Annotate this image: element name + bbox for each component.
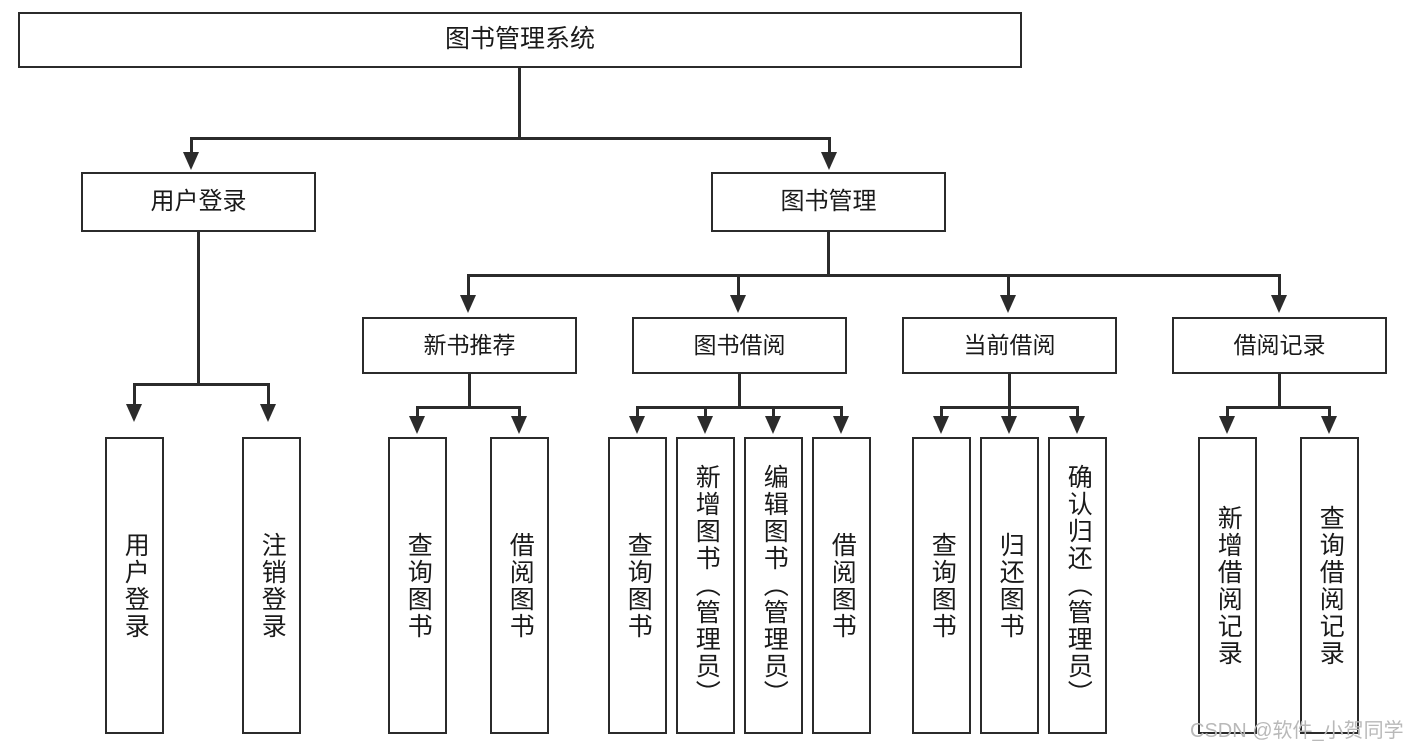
arrow-to-book-manage <box>821 152 837 170</box>
edge-drop-bb-query <box>636 406 639 418</box>
edge-drop-current-borrow <box>1007 274 1010 297</box>
arrow-to-br-query-record <box>1321 416 1337 434</box>
arrow-to-nb-borrow-book <box>511 416 527 434</box>
edge-drop-cb-confirm <box>1076 406 1079 418</box>
arrow-to-new-book-recommend <box>460 295 476 313</box>
csdn-watermark: CSDN @软件_小贺同学 <box>1190 720 1404 742</box>
edge-drop-book-manage <box>828 137 831 155</box>
edge-drop-book-borrow <box>737 274 740 297</box>
arrow-to-cb-query-book <box>933 416 949 434</box>
node-new-book-recommend[interactable]: 新书推荐 <box>362 317 577 374</box>
edge-level2-bus <box>190 137 831 140</box>
edge-book-manage-stem <box>827 232 830 274</box>
edge-drop-nb-query <box>416 406 419 418</box>
arrow-to-leaf-logout <box>260 404 276 422</box>
arrow-to-leaf-user-login <box>126 404 142 422</box>
leaf-user-login[interactable]: 用户登录 <box>105 437 164 734</box>
leaf-bb-edit-book[interactable]: 编辑图书（管理员） <box>744 437 803 734</box>
edge-book-borrow-stem <box>738 374 741 406</box>
leaf-nb-borrow-book[interactable]: 借阅图书 <box>490 437 549 734</box>
arrow-to-borrow-record <box>1271 295 1287 313</box>
leaf-cb-confirm-return[interactable]: 确认归还（管理员） <box>1048 437 1107 734</box>
edge-drop-br-query <box>1328 406 1331 418</box>
arrow-to-bb-add-book <box>697 416 713 434</box>
arrow-to-current-borrow <box>1000 295 1016 313</box>
node-user-login[interactable]: 用户登录 <box>81 172 316 232</box>
edge-drop-borrow-record <box>1278 274 1281 297</box>
edge-new-book-bus <box>416 406 521 409</box>
leaf-bb-add-book[interactable]: 新增图书（管理员） <box>676 437 735 734</box>
edge-drop-new-book <box>467 274 470 297</box>
leaf-br-add-record[interactable]: 新增借阅记录 <box>1198 437 1257 734</box>
leaf-logout[interactable]: 注销登录 <box>242 437 301 734</box>
edge-drop-nb-borrow <box>518 406 521 418</box>
arrow-to-book-borrow <box>730 295 746 313</box>
leaf-cb-return-book[interactable]: 归还图书 <box>980 437 1039 734</box>
node-borrow-record[interactable]: 借阅记录 <box>1172 317 1387 374</box>
edge-user-login-stem <box>197 232 200 383</box>
edge-drop-cb-query <box>940 406 943 418</box>
edge-drop-bb-edit <box>772 406 775 418</box>
edge-current-borrow-stem <box>1008 374 1011 406</box>
edge-drop-leaf-user-login <box>133 383 136 406</box>
leaf-br-query-record[interactable]: 查询借阅记录 <box>1300 437 1359 734</box>
edge-drop-cb-return <box>1008 406 1011 418</box>
arrow-to-user-login <box>183 152 199 170</box>
node-book-manage[interactable]: 图书管理 <box>711 172 946 232</box>
arrow-to-nb-query-book <box>409 416 425 434</box>
edge-book-borrow-bus <box>636 406 843 409</box>
edge-root-stem <box>518 68 521 137</box>
edge-borrow-record-stem <box>1278 374 1281 406</box>
edge-drop-br-add <box>1226 406 1229 418</box>
arrow-to-bb-borrow-book <box>833 416 849 434</box>
node-book-borrow[interactable]: 图书借阅 <box>632 317 847 374</box>
arrow-to-cb-confirm-return <box>1069 416 1085 434</box>
edge-borrow-record-bus <box>1226 406 1331 409</box>
node-current-borrow[interactable]: 当前借阅 <box>902 317 1117 374</box>
arrow-to-br-add-record <box>1219 416 1235 434</box>
arrow-to-bb-query-book <box>629 416 645 434</box>
arrow-to-cb-return-book <box>1001 416 1017 434</box>
leaf-bb-borrow-book[interactable]: 借阅图书 <box>812 437 871 734</box>
edge-drop-bb-borrow <box>840 406 843 418</box>
edge-drop-leaf-logout <box>267 383 270 406</box>
leaf-nb-query-book[interactable]: 查询图书 <box>388 437 447 734</box>
edge-user-login-bus <box>133 383 270 386</box>
edge-new-book-stem <box>468 374 471 406</box>
edge-level3-bus <box>467 274 1281 277</box>
node-root-system[interactable]: 图书管理系统 <box>18 12 1022 68</box>
leaf-cb-query-book[interactable]: 查询图书 <box>912 437 971 734</box>
edge-drop-user-login <box>190 137 193 155</box>
arrow-to-bb-edit-book <box>765 416 781 434</box>
edge-drop-bb-add <box>704 406 707 418</box>
leaf-bb-query-book[interactable]: 查询图书 <box>608 437 667 734</box>
